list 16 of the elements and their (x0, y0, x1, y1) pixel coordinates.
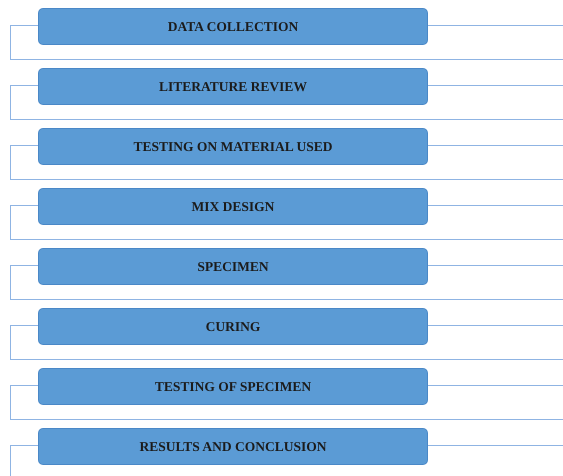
step-label: CURING (206, 318, 260, 334)
step-box (38, 368, 428, 405)
step-box (38, 8, 428, 45)
step-box (38, 428, 428, 465)
step-box (38, 128, 428, 165)
step-box (38, 308, 428, 345)
step-box (38, 248, 428, 285)
step-label: MIX DESIGN (192, 198, 274, 214)
step-label: RESULTS AND CONCLUSION (139, 438, 327, 454)
step-label: SPECIMEN (197, 258, 269, 274)
step-box (38, 68, 428, 105)
step-label: LITERATURE REVIEW (159, 78, 307, 94)
step-label: TESTING ON MATERIAL USED (134, 138, 332, 154)
step-box (38, 188, 428, 225)
step-label: DATA COLLECTION (168, 18, 298, 34)
step-label: TESTING OF SPECIMEN (154, 378, 312, 394)
